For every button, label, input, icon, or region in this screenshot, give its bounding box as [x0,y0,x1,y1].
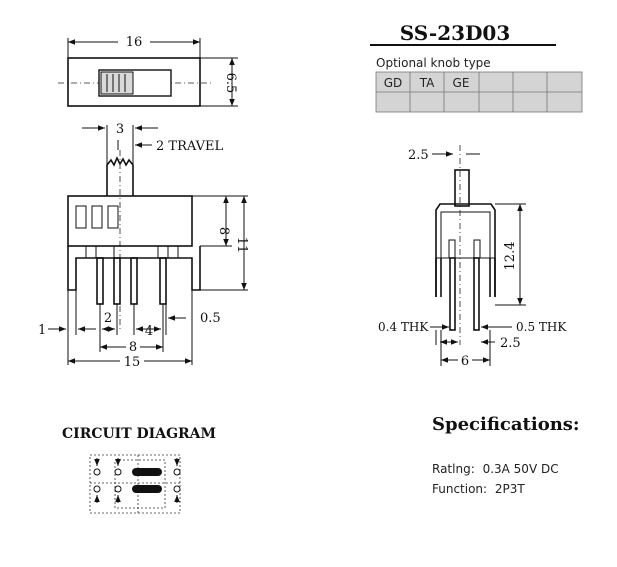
pin [130,257,138,305]
part-number: SS-23D03 [400,21,511,45]
dim-body-height: 8 [216,227,231,235]
header-block: SS-23D03 Optional knob type GD TA GE [370,21,583,113]
dim-leg-offset: 2.5 [500,336,521,351]
knob-type-ge: GE [453,76,470,90]
dim-span-total: 15 [124,355,141,370]
frame-outer [435,203,496,297]
rating-value: 0.3A 50V DC [483,462,559,476]
dim-side-height: 12.4 [503,242,518,271]
dim-frame-thk: 0.5 THK [516,320,567,334]
window-slot-2 [91,205,103,229]
window-slot-1 [75,205,87,229]
specifications: Specifications: Ratlng: 0.3A 50V DC Func… [432,414,580,496]
knob-type-gd: GD [384,76,403,90]
dim-pin-offset: 1 [38,323,46,338]
window-slot-3 [107,205,119,229]
dim-total-height: 11 [234,237,249,254]
pin [113,257,121,305]
slider-knob-top [100,71,134,95]
knob-side [454,169,470,207]
contact [93,468,101,476]
knob-table-title: Optional knob type [376,56,491,70]
top-body [67,57,201,107]
dim-travel: 2 TRAVEL [156,139,223,154]
svg-text:Function: 2P3T: Function: 2P3T [432,482,525,496]
dim-pin-thk: 0.4 THK [378,320,429,334]
pin [159,257,167,305]
dim-top-width: 16 [126,35,143,50]
rating-label: Ratlng: [432,462,475,476]
function-label: Function: [432,482,487,496]
contact [114,468,122,476]
circuit-diagram: CIRCUIT DIAGRAM [62,426,216,514]
contact [93,485,101,493]
top-view: 16 6.5 [58,33,238,107]
knob-table: GD TA GE [375,71,583,113]
pin [449,257,456,331]
pin [473,257,480,331]
spec-title: Specifications: [432,414,580,435]
dim-knob-width: 3 [116,122,124,137]
contact [114,485,122,493]
dim-span-inner: 8 [129,340,137,355]
dim-pin-width: 0.5 [200,311,221,326]
contact-bar [132,485,162,493]
dim-side-width: 6 [461,354,469,369]
knob-type-ta: TA [419,76,435,90]
svg-text:Ratlng: 0.3A 50V DC: Ratlng: 0.3A 50V DC [432,462,559,476]
dim-pitch-b: 4 [145,324,153,339]
contact [173,485,181,493]
pin [96,257,104,305]
circuit-title: CIRCUIT DIAGRAM [62,426,216,442]
dim-top-height: 6.5 [223,73,238,94]
function-value: 2P3T [495,482,526,496]
side-view: 2.5 12.4 0.4 THK 0.5 THK 2.5 [378,145,567,369]
contact-bar [132,468,162,476]
dim-knob-offset: 2.5 [408,148,429,163]
front-view: 3 2 TRAVEL 8 11 [38,122,249,370]
front-body [67,195,193,247]
dim-pitch-a: 2 [104,311,112,326]
contact [173,468,181,476]
